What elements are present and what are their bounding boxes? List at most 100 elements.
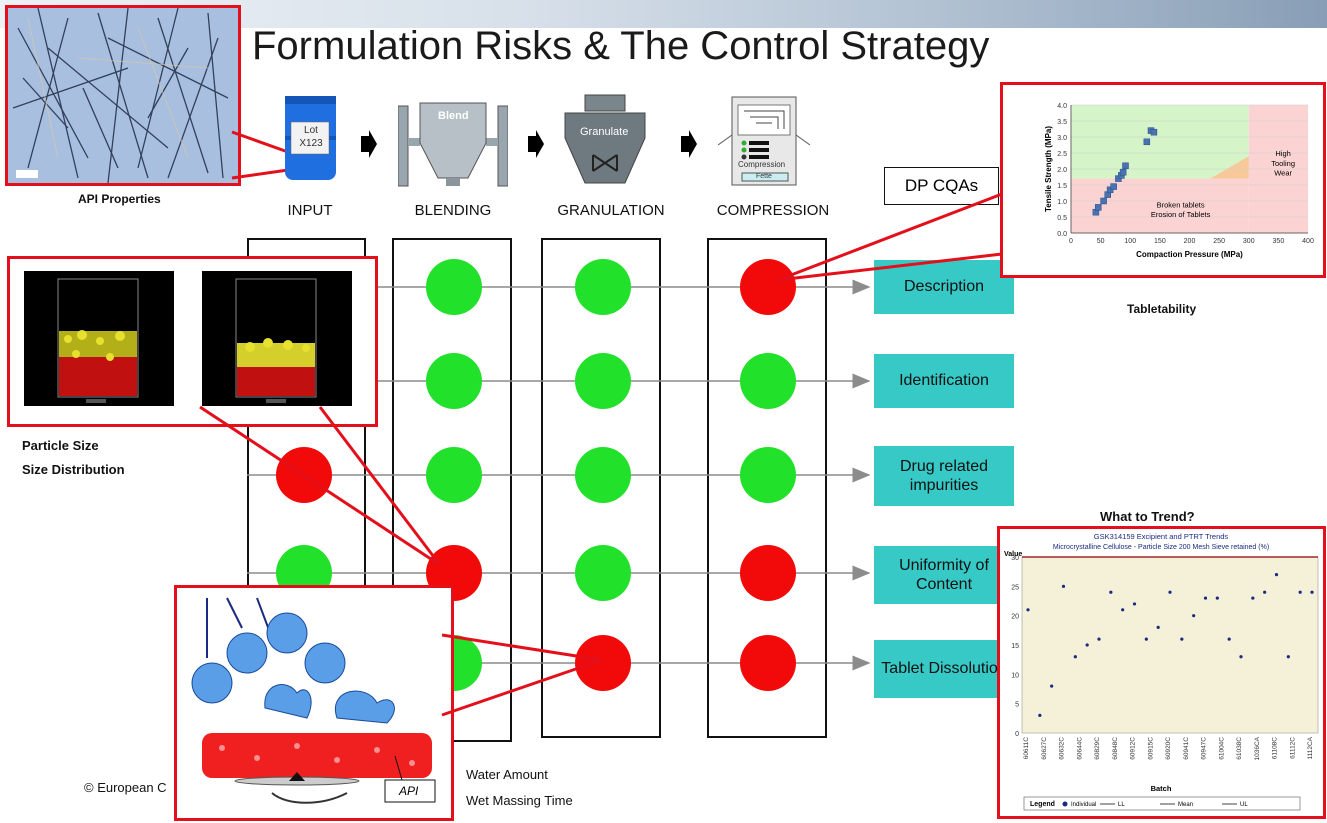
water-amount-caption: Water Amount [466, 767, 548, 782]
api-label: API [399, 784, 419, 798]
trend-point [1263, 590, 1267, 594]
risk-dot-blending-2 [426, 353, 482, 409]
y-tick-label: 4.0 [1057, 103, 1067, 110]
risk-dot-granulation-2 [575, 353, 631, 409]
trend-batch-label: 60915C [1147, 737, 1154, 760]
fette-label: Fette [756, 173, 772, 180]
risk-dot-blending-1 [426, 259, 482, 315]
wet-massing-caption: Wet Massing Time [466, 793, 573, 808]
particle-size-callout [7, 256, 378, 427]
risk-dot-compression-5 [740, 635, 796, 691]
risk-dot-compression-3 [740, 447, 796, 503]
legend-ul: UL [1240, 802, 1248, 808]
lot-label: Lot X123 [299, 125, 323, 149]
stage-label-compression: COMPRESSION [716, 202, 830, 219]
blend-label: Blend [438, 110, 469, 122]
trend-point [1061, 584, 1066, 588]
trend-batch-label: 60941C [1183, 737, 1190, 760]
trend-point [1203, 596, 1208, 600]
trend-subtitle: Microcrystalline Cellulose - Particle Si… [1053, 544, 1269, 551]
trend-batch-label: 61112C [1289, 737, 1296, 759]
trend-batch-label: 61038C [1236, 737, 1243, 760]
y-tick-label: 2.5 [1057, 151, 1067, 158]
trend-point [1274, 573, 1279, 577]
copyright-text: © European C [84, 780, 167, 795]
x-tick-label: 150 [1154, 238, 1166, 245]
trend-batch-label: 60644C [1076, 737, 1083, 760]
trend-point [1038, 713, 1042, 717]
risk-dot-granulation-3 [575, 447, 631, 503]
trend-point [1310, 590, 1314, 594]
trend-y-tick: 0 [1015, 731, 1019, 738]
trend-batch-label: 61004C [1218, 737, 1225, 760]
data-point [1143, 138, 1151, 146]
trend-point [1050, 684, 1054, 688]
trend-point [1286, 655, 1290, 659]
y-axis-label: Tensile Strength (MPa) [1044, 126, 1053, 212]
trend-batch-label: 60920C [1165, 737, 1172, 760]
trend-batch-label: 60627C [1041, 737, 1048, 760]
compression-column [707, 238, 827, 738]
trend-batch-label: 1112CA [1307, 736, 1314, 759]
trend-point [1073, 655, 1077, 659]
cqa-header: DP CQAs [884, 167, 999, 205]
y-tick-label: 3.0 [1057, 135, 1067, 142]
data-point [1122, 162, 1129, 170]
compression-label: Compression [738, 160, 786, 169]
cqa-dissolution: Tablet Dissolution [874, 640, 1014, 698]
process-flow-arrows [361, 130, 697, 158]
trend-y-label: Value [1004, 551, 1022, 558]
page-title: Formulation Risks & The Control Strategy [252, 24, 990, 68]
tabletability-callout-connector [777, 192, 1003, 282]
wet-granulation-callout: API [174, 585, 454, 821]
trend-point [1192, 614, 1196, 618]
y-tick-label: 2.0 [1057, 167, 1067, 174]
risk-dot-compression-4 [740, 545, 796, 601]
annotation-tooling: Tooling [1271, 159, 1295, 168]
api-properties-photo [5, 5, 241, 186]
trend-y-tick: 10 [1011, 672, 1019, 679]
trend-y-tick: 25 [1011, 584, 1019, 591]
granulate-label: Granulate [580, 126, 629, 138]
input-drum-icon: Lot X123 [283, 92, 338, 184]
cqa-description: Description [874, 260, 1014, 314]
annotation-wear: Wear [1274, 168, 1292, 177]
trend-batch-label: 60912C [1130, 737, 1137, 760]
trend-point [1121, 608, 1125, 612]
trend-y-tick: 20 [1011, 614, 1019, 621]
trend-batch-label: 61108C [1272, 737, 1279, 760]
cqa-drug-impurities: Drug related impurities [874, 446, 1014, 506]
data-point [1110, 183, 1117, 190]
trend-batch-label: 1036CA [1254, 736, 1261, 760]
risk-dot-granulation-5 [575, 635, 631, 691]
x-axis-label: Compaction Pressure (MPa) [1136, 250, 1243, 259]
trend-point [1156, 625, 1160, 629]
granulation-callout-connector [441, 633, 603, 717]
stage-label-granulation: GRANULATION [557, 202, 665, 219]
data-point [1150, 128, 1158, 136]
stage-label-blending: BLENDING [414, 202, 492, 219]
x-tick-label: 250 [1213, 238, 1225, 245]
trend-point [1132, 602, 1137, 606]
y-tick-label: 0.0 [1057, 231, 1067, 238]
trend-y-tick: 5 [1015, 702, 1019, 709]
particle-size-caption: Particle Size [22, 438, 99, 453]
granulator-icon: Granulate [560, 93, 650, 191]
trend-y-tick: 15 [1011, 643, 1019, 650]
trend-point [1215, 596, 1219, 600]
tabletability-caption: Tabletability [1127, 302, 1197, 316]
trend-point [1085, 643, 1089, 647]
x-tick-label: 200 [1184, 238, 1196, 245]
risk-dot-blending-3 [426, 447, 482, 503]
granulation-column [541, 238, 661, 738]
risk-dot-granulation-1 [575, 259, 631, 315]
annotation-high: High [1275, 149, 1290, 158]
trend-point [1298, 590, 1302, 594]
x-tick-label: 400 [1302, 238, 1314, 245]
trend-point [1239, 655, 1243, 659]
trend-point [1251, 596, 1255, 600]
y-tick-label: 1.0 [1057, 199, 1067, 206]
